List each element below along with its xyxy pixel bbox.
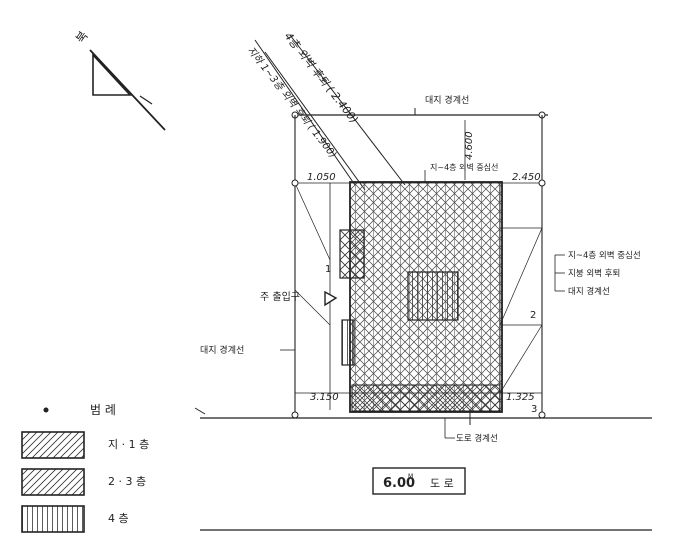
dim-top-left: 1.050 — [307, 172, 336, 183]
top-boundary: 대지 경계선 4.600 지~4층 외벽 중심선 — [291, 94, 548, 182]
dim-side-1: 1 — [325, 264, 331, 275]
legend-swatch-vertical — [21, 505, 85, 533]
dim-vertical-top: 4.600 — [464, 131, 475, 160]
road-label-box — [372, 467, 466, 495]
entrance-arrow-icon — [324, 290, 338, 307]
building-footprint — [324, 181, 503, 413]
label-top-boundary: 대지 경계선 — [425, 94, 469, 106]
label-right-1: 지~4층 외벽 중심선 — [568, 250, 641, 261]
road: 6.00 M 도 로 — [200, 417, 652, 531]
label-left-boundary: 대지 경계선 — [200, 344, 244, 356]
label-13f-setback: 지하 1~3층 외벽 후퇴 ( 1.900) — [245, 44, 339, 160]
dim-bottom-right: 1.325 — [506, 392, 535, 403]
legend-swatch-diagonal — [21, 468, 85, 496]
legend-item-1: 지 · 1 층 — [108, 438, 149, 451]
road-unit: M — [408, 473, 413, 480]
legend-swatch-crosshatch — [21, 431, 85, 459]
north-label: 북 — [73, 29, 91, 46]
label-right-2: 지붕 외벽 후퇴 — [568, 268, 620, 279]
dim-bottom-left: 3.150 — [310, 392, 339, 403]
dimension-labels: 1.050 2.450 3.150 1.325 1 2 3 — [307, 172, 541, 415]
legend-item-3: 4 층 — [108, 512, 129, 525]
road-label: 도 로 — [430, 477, 454, 490]
dim-top-right: 2.450 — [512, 172, 541, 183]
label-road-boundary: 도로 경계선 — [456, 433, 498, 444]
label-right-3: 대지 경계선 — [568, 286, 610, 297]
legend-title: 범 례 — [90, 403, 116, 417]
label-facade-line: 지~4층 외벽 중심선 — [430, 162, 498, 172]
dim-side-2: 2 — [530, 310, 536, 321]
legend-item-2: 2 · 3 층 — [108, 475, 146, 488]
dim-side-3: 3 — [531, 404, 537, 415]
legend: 범 례 지 · 1 층 2 · 3 층 4 층 — [21, 403, 206, 533]
legend-bullet — [43, 407, 49, 413]
road-width: 6.00 — [383, 476, 415, 491]
north-arrow: 북 — [73, 29, 166, 131]
slanted-setback-lines: 4층 외벽 후퇴 ( 2.400) 지하 1~3층 외벽 후퇴 ( 1.900) — [245, 30, 406, 191]
label-main-entrance: 주 출입구 — [260, 290, 300, 303]
side-labels: 주 출입구 대지 경계선 지~4층 외벽 중심선 지붕 외벽 후퇴 대지 경계선… — [200, 250, 641, 444]
